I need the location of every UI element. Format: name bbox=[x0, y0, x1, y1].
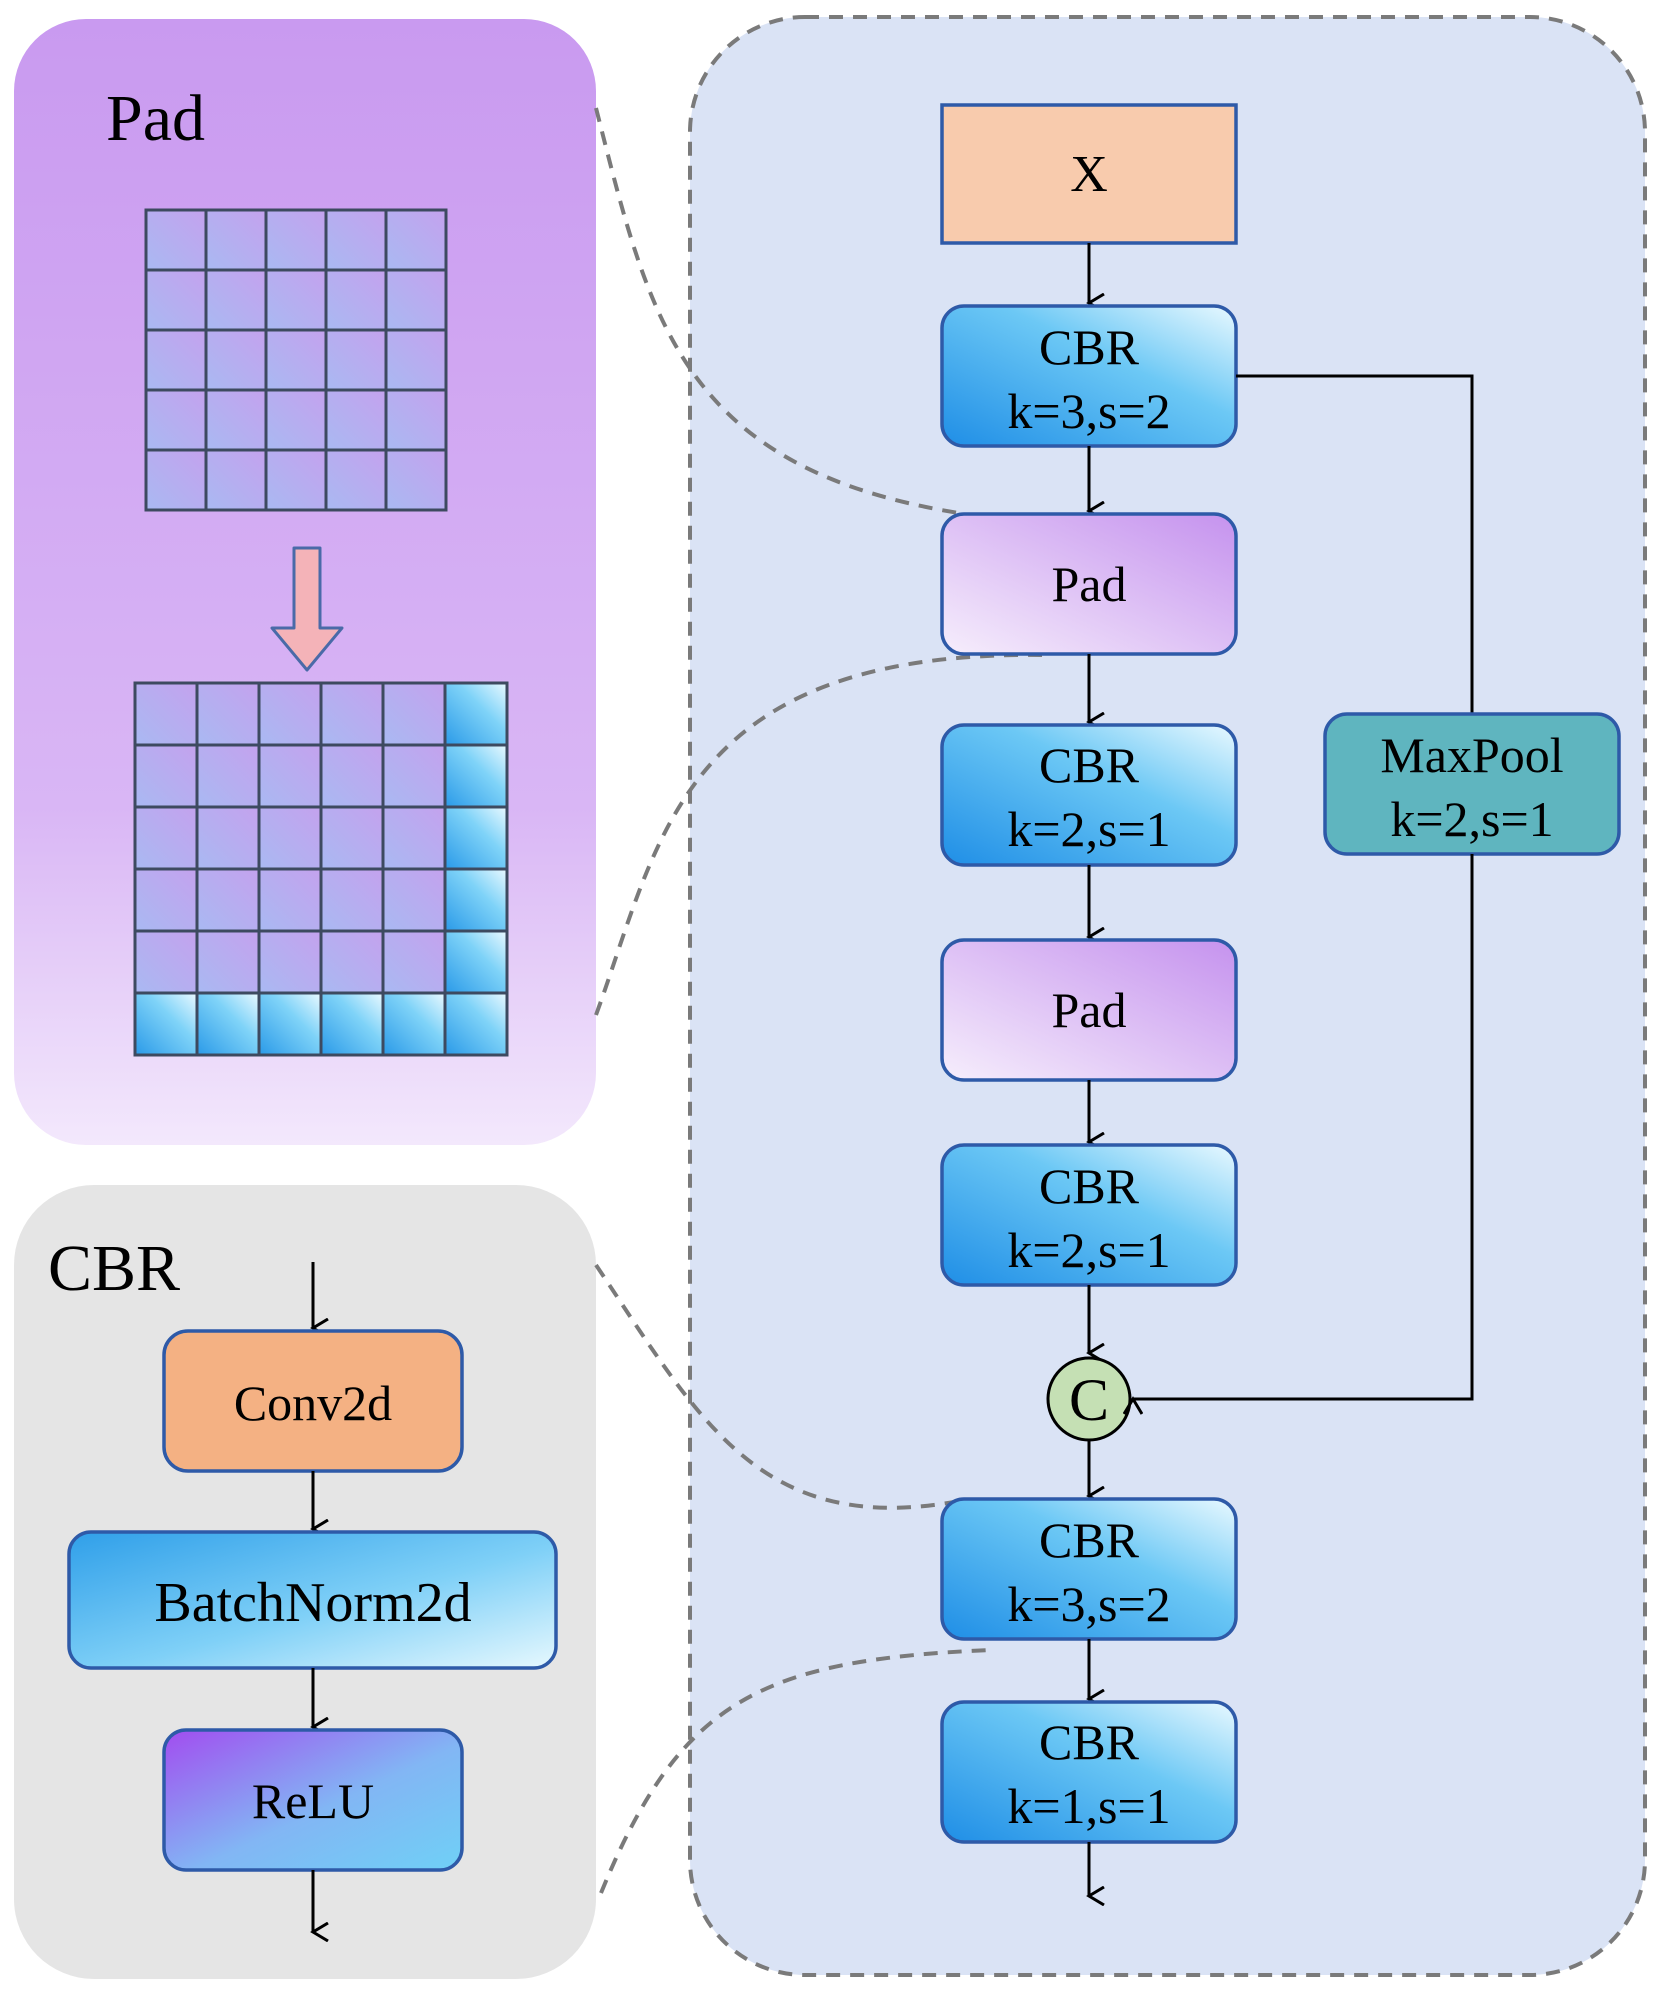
grid-cell bbox=[324, 328, 388, 392]
grid-cell bbox=[144, 208, 208, 272]
grid-cell bbox=[144, 268, 208, 332]
cbr-block-3-title: CBR bbox=[1039, 1158, 1140, 1214]
grid-cell bbox=[319, 805, 385, 871]
padded-cell bbox=[443, 681, 509, 747]
grid-cell bbox=[384, 268, 448, 332]
padded-cell bbox=[443, 991, 509, 1057]
maxpool-params: k=2,s=1 bbox=[1390, 791, 1553, 847]
grid-cell bbox=[133, 681, 199, 747]
cbr-zoom-connector-top bbox=[594, 1263, 966, 1510]
input-x-block bbox=[940, 103, 1238, 245]
padded-cell bbox=[319, 991, 385, 1057]
zoom-connectors bbox=[594, 107, 1046, 1894]
padded-cell bbox=[257, 991, 323, 1057]
pad-zoom-connector-bottom bbox=[594, 652, 1046, 1016]
grid-cell bbox=[195, 681, 261, 747]
cbr-block-4-title: CBR bbox=[1039, 1512, 1140, 1568]
grid-cell bbox=[384, 328, 448, 392]
pad-panel-title: Pad bbox=[106, 82, 205, 155]
grid-cell bbox=[204, 448, 268, 512]
grid-cell bbox=[133, 805, 199, 871]
pad-block-1-label: Pad bbox=[1052, 556, 1127, 612]
grid-cell bbox=[144, 448, 208, 512]
grid-cell bbox=[204, 388, 268, 452]
grid-cell bbox=[133, 743, 199, 809]
grid-cell bbox=[144, 388, 208, 452]
conv2d-label: Conv2d bbox=[234, 1375, 392, 1431]
grid-cell bbox=[324, 388, 388, 452]
branch-line-top bbox=[1236, 374, 1474, 714]
grid-cell bbox=[195, 867, 261, 933]
grid-cell bbox=[324, 208, 388, 272]
pad-zoom-connector-top bbox=[594, 107, 966, 516]
grid-cell bbox=[324, 268, 388, 332]
padded-grid bbox=[133, 681, 509, 1057]
grid-cell bbox=[381, 681, 447, 747]
pad-block-2-label: Pad bbox=[1052, 982, 1127, 1038]
grid-cell bbox=[257, 681, 323, 747]
grid-cell bbox=[381, 929, 447, 995]
cbr-block-5-params: k=1,s=1 bbox=[1007, 1778, 1170, 1834]
grid-cell bbox=[204, 268, 268, 332]
cbr-panel: CBR Conv2d BatchNorm2d ReLU bbox=[14, 1185, 596, 1979]
grid-cell bbox=[133, 867, 199, 933]
padded-cell bbox=[195, 991, 261, 1057]
grid-cell bbox=[381, 867, 447, 933]
padded-cell bbox=[381, 991, 447, 1057]
grid-cell bbox=[384, 208, 448, 272]
concat-label: C bbox=[1069, 1367, 1109, 1433]
grid-cell bbox=[381, 805, 447, 871]
cbr-zoom-connector-bottom bbox=[599, 1648, 991, 1894]
branch-line-bottom bbox=[1133, 854, 1474, 1399]
grid-cell bbox=[264, 208, 328, 272]
grid-cell bbox=[319, 681, 385, 747]
grid-cell bbox=[324, 448, 388, 512]
padded-cell bbox=[443, 743, 509, 809]
cbr-block-1-params: k=3,s=2 bbox=[1007, 383, 1170, 439]
grid-cell bbox=[264, 268, 328, 332]
grid-cell bbox=[384, 388, 448, 452]
grid-cell bbox=[144, 328, 208, 392]
input-grid bbox=[144, 208, 448, 512]
cbr-block-5-title: CBR bbox=[1039, 1714, 1140, 1770]
grid-cell bbox=[319, 743, 385, 809]
pad-transform-arrow bbox=[270, 546, 344, 672]
grid-cell bbox=[257, 929, 323, 995]
grid-cell bbox=[384, 448, 448, 512]
padded-cell bbox=[443, 805, 509, 871]
input-x-label: X bbox=[1070, 146, 1108, 203]
grid-cell bbox=[319, 867, 385, 933]
cbr-panel-title: CBR bbox=[48, 1232, 180, 1305]
grid-cell bbox=[264, 388, 328, 452]
padded-cell bbox=[443, 929, 509, 995]
grid-cell bbox=[257, 805, 323, 871]
cbr-block-3-params: k=2,s=1 bbox=[1007, 1222, 1170, 1278]
maxpool-title: MaxPool bbox=[1380, 727, 1563, 783]
grid-cell bbox=[195, 805, 261, 871]
pad-panel: Pad bbox=[14, 19, 596, 1145]
relu-label: ReLU bbox=[252, 1773, 374, 1829]
padded-cell bbox=[443, 867, 509, 933]
grid-cell bbox=[195, 743, 261, 809]
grid-cell bbox=[264, 328, 328, 392]
cbr-block-4-params: k=3,s=2 bbox=[1007, 1576, 1170, 1632]
grid-cell bbox=[195, 929, 261, 995]
cbr-block-2-title: CBR bbox=[1039, 737, 1140, 793]
cbr-block-2-params: k=2,s=1 bbox=[1007, 801, 1170, 857]
grid-cell bbox=[204, 208, 268, 272]
padded-cell bbox=[133, 991, 199, 1057]
main-flow-panel: X CBR k=3,s=2 Pad CBR k=2,s=1 Pad CBR k=… bbox=[594, 15, 1647, 1977]
cbr-block-1-title: CBR bbox=[1039, 319, 1140, 375]
batchnorm2d-label: BatchNorm2d bbox=[154, 1572, 471, 1634]
grid-cell bbox=[264, 448, 328, 512]
grid-cell bbox=[319, 929, 385, 995]
grid-cell bbox=[381, 743, 447, 809]
grid-cell bbox=[257, 743, 323, 809]
grid-cell bbox=[257, 867, 323, 933]
grid-cell bbox=[204, 328, 268, 392]
grid-cell bbox=[133, 929, 199, 995]
